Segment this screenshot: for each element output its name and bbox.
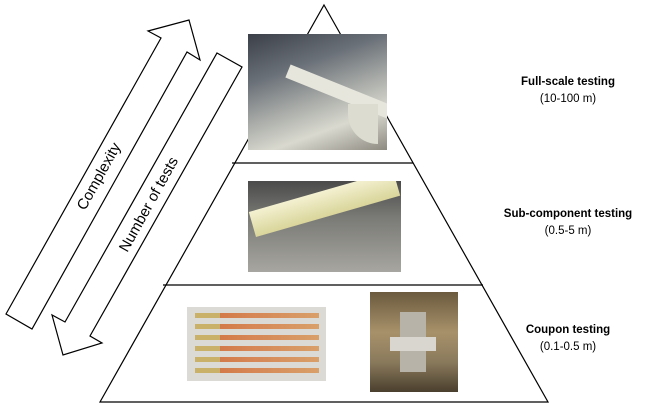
coupon-specimens-photo	[187, 307, 326, 381]
level-range: (10-100 m)	[539, 93, 597, 105]
full-scale-blade-photo	[248, 34, 387, 150]
coupon-test-machine-photo	[370, 292, 458, 392]
level-range: (0.1-0.5 m)	[539, 341, 597, 353]
level-sub-component: Sub-component testing (0.5-5 m)	[493, 206, 643, 240]
level-full-scale: Full-scale testing (10-100 m)	[493, 74, 643, 108]
level-title: Full-scale testing	[521, 76, 615, 88]
complexity-arrow	[5, 19, 201, 330]
level-title: Sub-component testing	[503, 208, 633, 220]
level-title: Coupon testing	[525, 324, 611, 336]
level-coupon: Coupon testing (0.1-0.5 m)	[493, 322, 643, 356]
level-range: (0.5-5 m)	[544, 225, 592, 237]
number-of-tests-arrow	[51, 52, 243, 356]
sub-component-spar-photo	[248, 181, 401, 272]
